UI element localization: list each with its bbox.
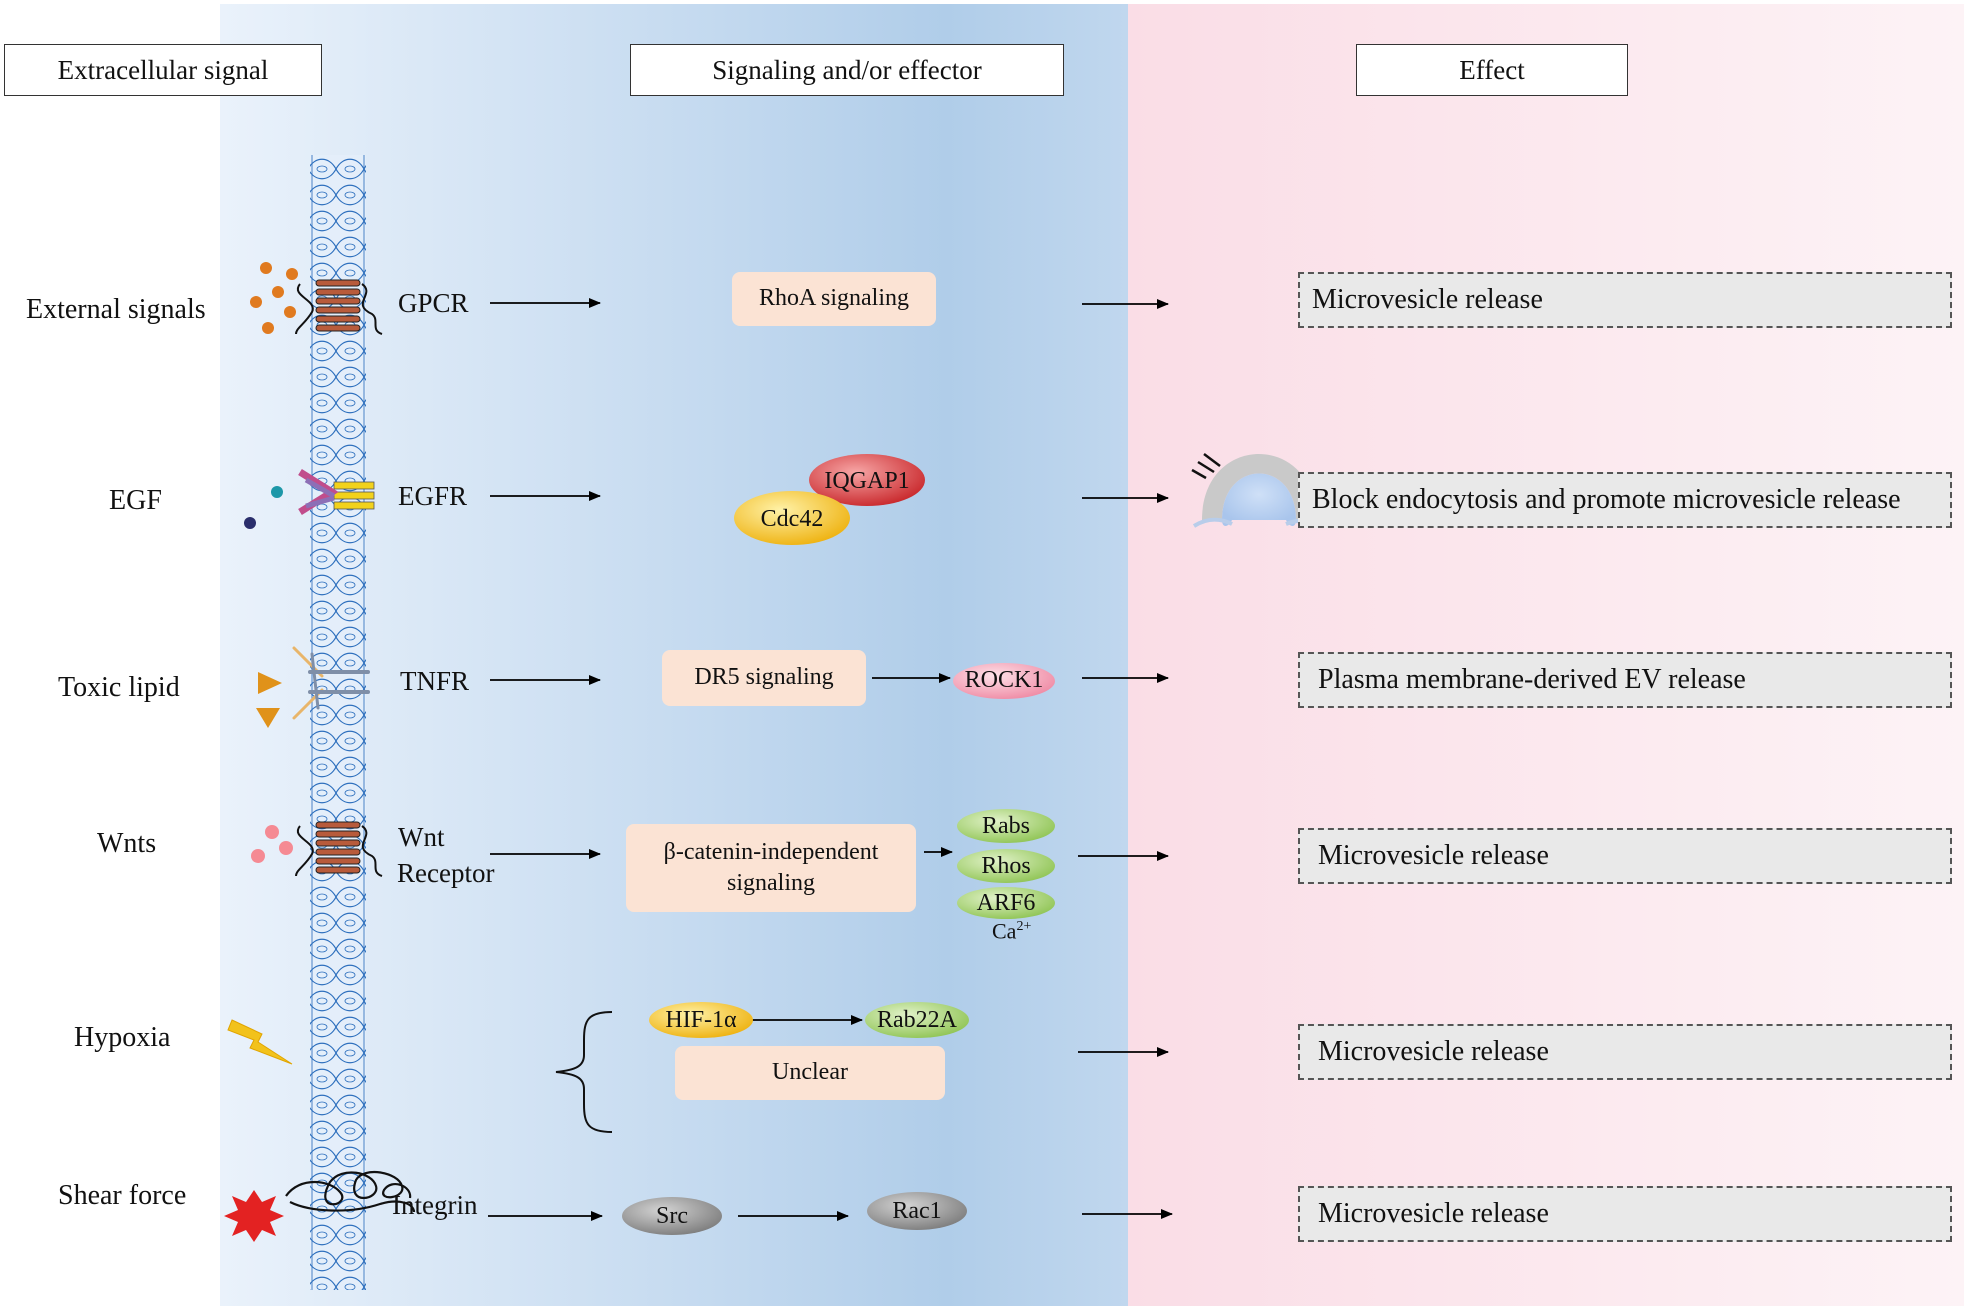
label-external-signals: External signals [26, 294, 206, 325]
toxic-lipid-triangles [256, 672, 282, 728]
rhos-shape [957, 849, 1055, 883]
rac1-shape [867, 1192, 967, 1230]
effect-egf: Block endocytosis and promote microvesic… [1298, 472, 1952, 528]
effect-wnts: Microvesicle release [1298, 828, 1952, 884]
effect-toxic: Plasma membrane-derived EV release [1298, 652, 1952, 708]
label-rac1: Rac1 [892, 1197, 942, 1224]
label-tnfr: TNFR [400, 666, 470, 696]
beta-catenin-line2: signaling [727, 870, 815, 896]
label-toxic-lipid: Toxic lipid [58, 672, 180, 703]
rab22a-shape [865, 1002, 969, 1038]
effect-gpcr: Microvesicle release [1298, 272, 1952, 328]
rhoa-signaling-box: RhoA signaling [732, 272, 936, 326]
cdc42-shape [734, 491, 850, 545]
label-shear-force: Shear force [58, 1180, 187, 1211]
label-arf6: ARF6 [976, 889, 1036, 916]
wnt-ligand-dots [251, 825, 293, 863]
calcium-base: Ca [992, 918, 1017, 944]
label-hypoxia: Hypoxia [74, 1022, 171, 1053]
label-rab22a: Rab22A [877, 1006, 957, 1033]
lightning-icon [227, 1019, 293, 1065]
brace [555, 1011, 613, 1133]
egf-ligand-dark [244, 517, 256, 529]
tnfr-receptor [292, 646, 370, 720]
beta-catenin-line1: β-catenin-independent [663, 838, 879, 865]
header-extracellular: Extracellular signal [4, 44, 322, 96]
label-egf: EGF [109, 485, 162, 516]
rock1-shape [953, 663, 1055, 699]
label-egfr: EGFR [398, 481, 468, 511]
label-receptor: Receptor [397, 858, 495, 888]
rabs-shape [957, 809, 1055, 843]
effect-hypoxia: Microvesicle release [1298, 1024, 1952, 1080]
plasma-membrane [310, 155, 366, 1290]
label-rock1: ROCK1 [964, 666, 1044, 693]
label-wnt: Wnt [398, 822, 445, 852]
calcium-charge: 2+ [1016, 919, 1032, 934]
label-integrin: Integrin [392, 1190, 478, 1220]
unclear-box: Unclear [675, 1046, 945, 1100]
effect-shear: Microvesicle release [1298, 1186, 1952, 1242]
gpcr-receptor [295, 279, 383, 335]
label-src: Src [656, 1202, 688, 1229]
hif1a-shape [649, 1002, 753, 1038]
egf-ligand-teal [271, 486, 283, 498]
src-shape [622, 1197, 722, 1235]
label-gpcr: GPCR [398, 288, 469, 318]
iqgap1-shape [809, 454, 925, 506]
integrin-scribble [285, 1171, 416, 1213]
label-wnts: Wnts [97, 828, 157, 859]
label-rabs: Rabs [982, 812, 1030, 839]
label-rhos: Rhos [981, 852, 1031, 879]
label-cdc42: Cdc42 [760, 505, 824, 532]
dr5-signaling-box: DR5 signaling [662, 650, 866, 706]
label-hif1a: HIF-1α [665, 1006, 737, 1033]
header-effect: Effect [1356, 44, 1628, 96]
arf6-shape [957, 887, 1055, 919]
shear-star-icon [224, 1190, 284, 1242]
external-ligand-dots [250, 262, 298, 334]
egfr-receptor [298, 469, 375, 515]
header-signaling: Signaling and/or effector [630, 44, 1064, 96]
wnt-receptor [295, 821, 383, 877]
label-calcium: Ca2+ [992, 920, 1031, 942]
beta-catenin-box: β-catenin-independent signaling [626, 824, 916, 912]
label-iqgap1: IQGAP1 [824, 467, 910, 494]
